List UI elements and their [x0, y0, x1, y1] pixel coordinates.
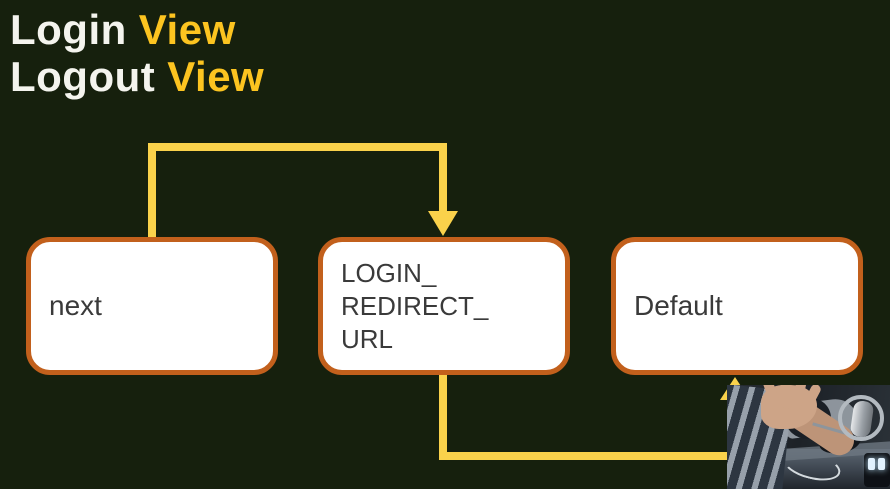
node-login-redirect-url-line2: REDIRECT_: [341, 290, 489, 321]
connector-login-redirect-to-default: [439, 373, 739, 460]
node-login-redirect-url-line1: LOGIN_: [341, 257, 437, 288]
title-logout-accent: View: [167, 53, 265, 100]
device-light-icon: [868, 458, 875, 470]
device-light-icon: [878, 458, 885, 470]
node-login-redirect-url: LOGIN_ REDIRECT_ URL: [318, 237, 570, 375]
webcam-overlay: [727, 385, 890, 489]
node-login-redirect-url-line3: URL: [341, 323, 394, 354]
node-next: next: [26, 237, 278, 375]
node-default-label: Default: [634, 290, 723, 321]
node-next-label: next: [49, 290, 102, 321]
node-default: Default: [611, 237, 863, 375]
connector-next-to-login-redirect: [148, 143, 447, 239]
arrowhead-down-icon: [428, 211, 458, 236]
microphone-shockmount-icon: [838, 395, 884, 441]
title-login-accent: View: [138, 6, 236, 53]
title-login-main: Login: [10, 6, 127, 53]
glowing-device: [864, 453, 890, 487]
title-logout-main: Logout: [10, 53, 156, 100]
